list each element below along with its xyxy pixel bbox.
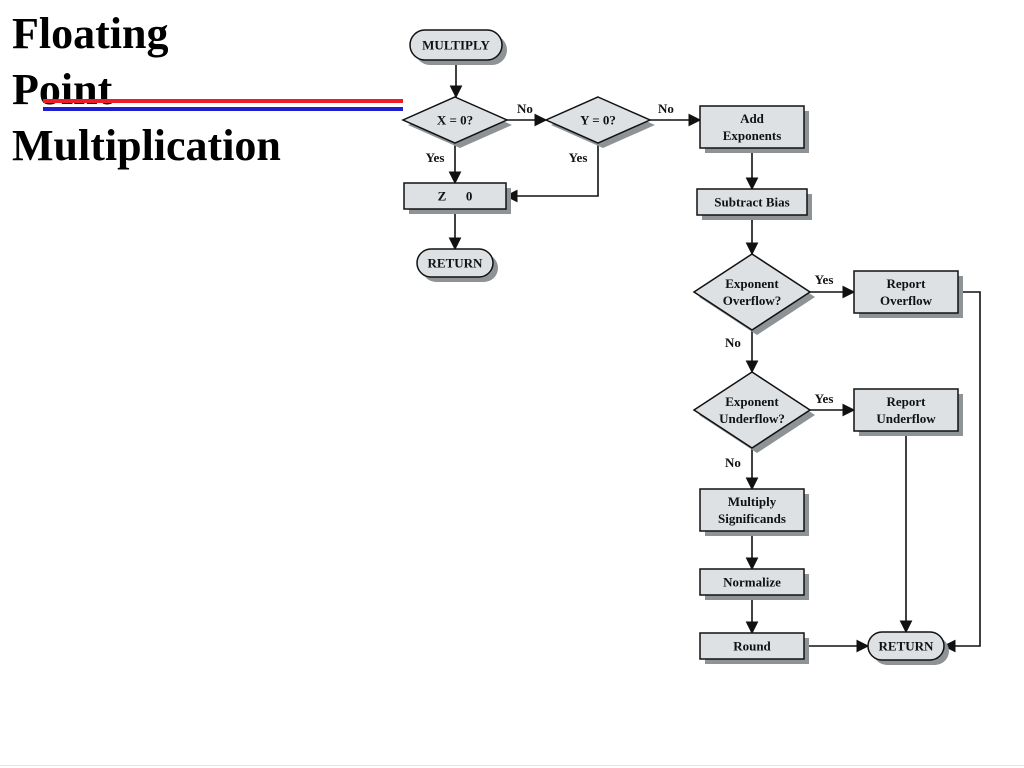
multiply-terminal-shape — [409, 29, 503, 61]
edge-label-yes: Yes — [569, 150, 588, 165]
title-underline-blue — [43, 107, 403, 111]
x-zero-decision-shape — [401, 96, 509, 144]
exp-overflow-decision-label: Overflow? — [723, 293, 781, 308]
exp-overflow-decision-label: Exponent — [725, 276, 779, 291]
subtract-bias-process-label: Subtract Bias — [714, 195, 789, 210]
edge-label-no: No — [725, 335, 741, 350]
title-line-2: Point — [12, 65, 113, 114]
title-line-1: Floating — [12, 9, 169, 58]
add-exponents-process-shape — [699, 105, 805, 149]
z-zero-process-shape — [403, 182, 507, 210]
edge-report-overflow-to-return-right — [942, 291, 981, 653]
return-right-terminal-shape — [867, 631, 945, 661]
y-zero-decision: Y = 0? — [544, 96, 655, 148]
multiply-significands-process-label: Significands — [718, 511, 786, 526]
multiply-significands-process-label: Multiply — [728, 494, 777, 509]
normalize-process-shape — [699, 568, 805, 596]
exp-overflow-decision-shape — [692, 253, 812, 331]
normalize-process: Normalize — [699, 568, 809, 600]
slide-title: Floating Point Multiplication — [12, 6, 281, 174]
subtract-bias-process: Subtract Bias — [696, 188, 812, 220]
return-right-terminal: RETURN — [867, 631, 949, 665]
x-zero-decision: X = 0? — [401, 96, 512, 148]
report-underflow-process-label: Report — [887, 394, 927, 409]
x-zero-decision-label: X = 0? — [437, 113, 473, 128]
edge-y-zero-to-z-zero — [504, 143, 599, 203]
edge-label-no: No — [725, 455, 741, 470]
round-process: Round — [699, 632, 809, 664]
edge-label-no: No — [517, 101, 533, 116]
nodes-layer: MULTIPLY X = 0? Y = 0? Z 0 RETURN AddExponent… — [401, 29, 963, 665]
report-underflow-process-label: Underflow — [876, 411, 936, 426]
multiply-terminal-label: MULTIPLY — [422, 38, 490, 53]
report-overflow-process-label: Overflow — [880, 293, 933, 308]
round-process-label: Round — [733, 639, 771, 654]
edge-label-yes: Yes — [815, 391, 834, 406]
return-left-terminal: RETURN — [416, 248, 498, 282]
return-right-terminal-label: RETURN — [879, 639, 935, 654]
exp-underflow-decision-label: Underflow? — [719, 411, 785, 426]
report-overflow-process-shape — [853, 270, 959, 314]
z-zero-process-label: Z 0 — [438, 189, 473, 204]
report-underflow-process-shape — [853, 388, 959, 432]
add-exponents-process-label: Exponents — [723, 128, 782, 143]
return-left-terminal-label: RETURN — [428, 256, 484, 271]
edge-label-yes: Yes — [426, 150, 445, 165]
y-zero-decision-label: Y = 0? — [580, 113, 616, 128]
y-zero-decision-shape — [544, 96, 652, 144]
add-exponents-process-label: Add — [740, 111, 765, 126]
exp-underflow-decision-label: Exponent — [725, 394, 779, 409]
edge-label-no: No — [658, 101, 674, 116]
exp-underflow-decision-shape — [692, 371, 812, 449]
round-process-shape — [699, 632, 805, 660]
multiply-terminal: MULTIPLY — [409, 29, 507, 65]
title-line-3: Multiplication — [12, 121, 281, 170]
z-zero-process: Z 0 — [403, 182, 511, 214]
multiply-significands-process-shape — [699, 488, 805, 532]
normalize-process-label: Normalize — [723, 575, 781, 590]
return-left-terminal-shape — [416, 248, 494, 278]
footer-divider — [0, 765, 1024, 766]
subtract-bias-process-shape — [696, 188, 808, 216]
edge-label-yes: Yes — [815, 272, 834, 287]
title-underline-red — [43, 99, 403, 103]
report-overflow-process-label: Report — [887, 276, 927, 291]
